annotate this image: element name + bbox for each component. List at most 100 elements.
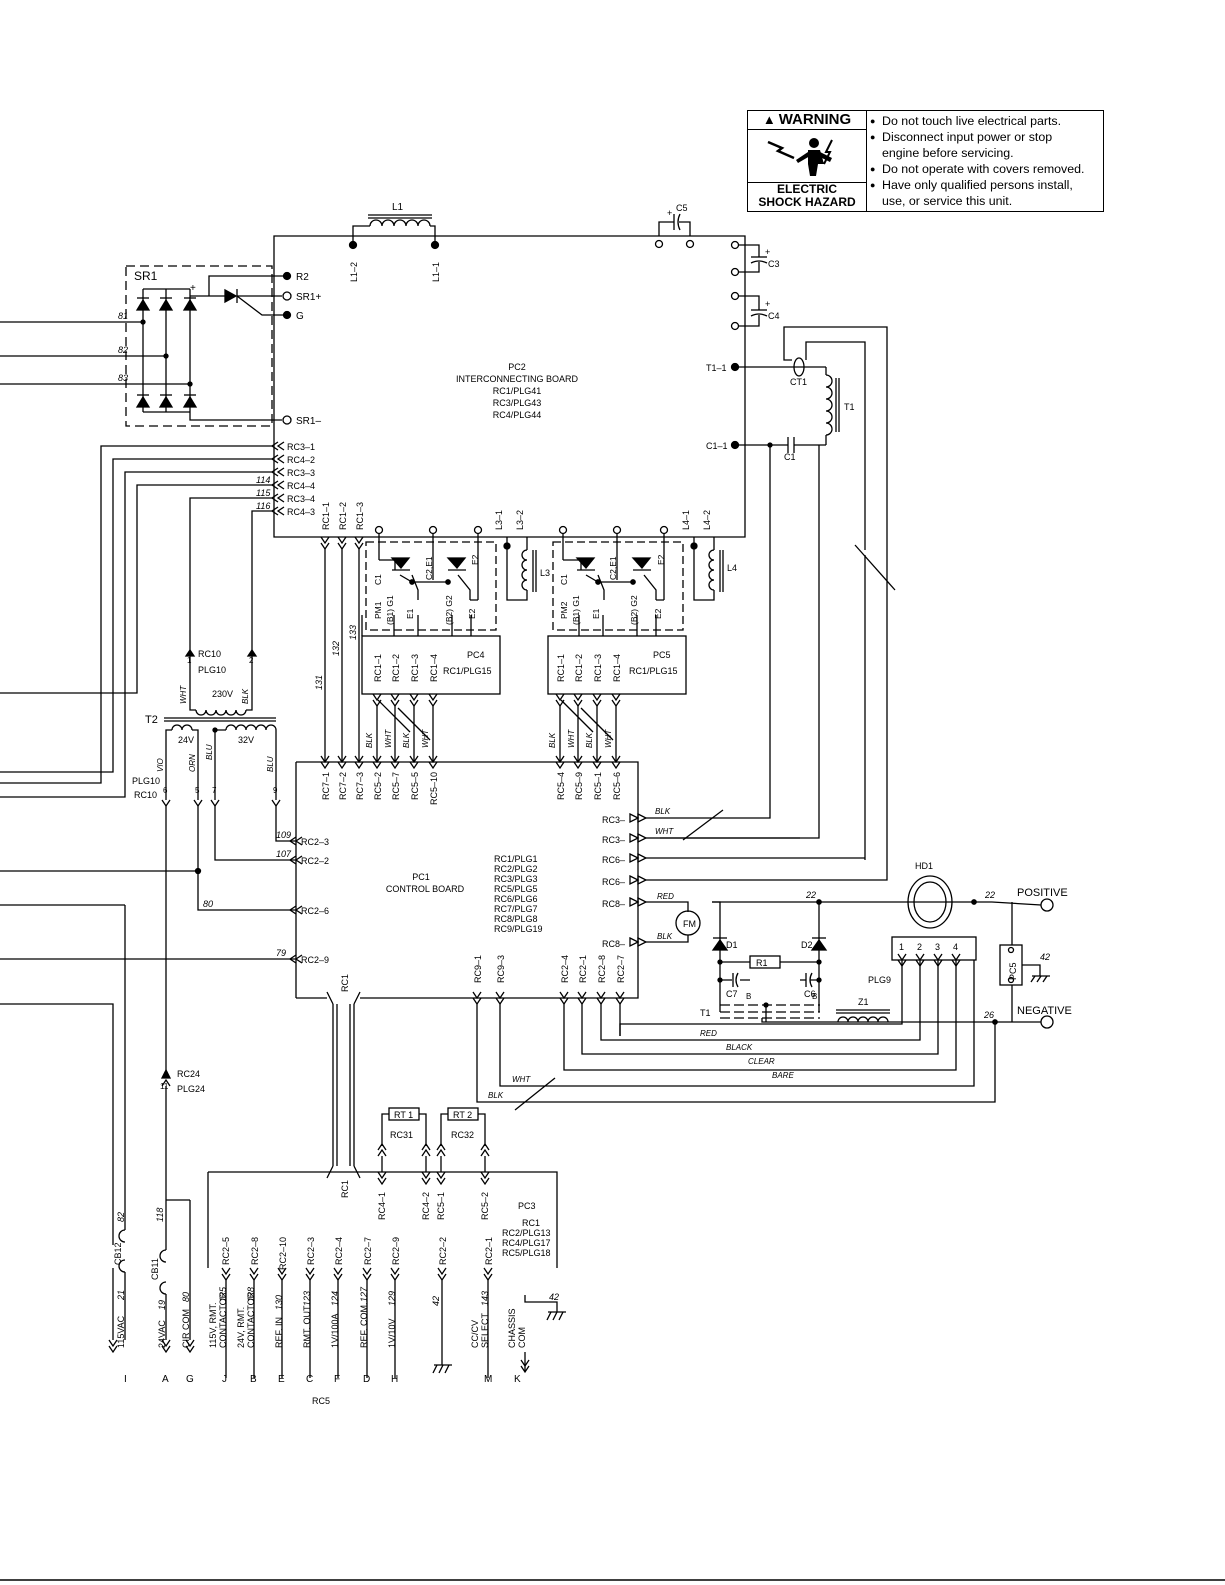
t2-blu-b: BLU: [266, 756, 275, 772]
rc1-cable-label-bot: RC1: [340, 1180, 350, 1198]
wire-115-label: 115: [256, 488, 271, 498]
wire-blk-b: BLK: [402, 732, 411, 748]
plg24-label: PLG24: [177, 1084, 205, 1094]
t1-1-label: T1–1: [706, 363, 727, 373]
warning-item-continued: use, or service this unit.: [882, 194, 1013, 208]
pc1-plg-3: RC5/PLG5: [494, 884, 538, 894]
rc5-4-label: RC5–4: [556, 772, 566, 800]
hd1-label: HD1: [915, 861, 933, 871]
rc2-7-label: RC2–7: [616, 955, 626, 983]
pc4-label: PC4: [467, 650, 485, 660]
wire-109-label: 109: [276, 830, 291, 840]
rc8-red: RED: [657, 892, 674, 901]
rc3-blk: BLK: [655, 807, 671, 816]
pin-9: 9: [273, 786, 278, 795]
rc2-8-label: RC2–8: [597, 955, 607, 983]
svg-text:+: +: [765, 299, 770, 309]
rc1-connectors: RC1–1 RC1–2 RC1–3 L3–1 L3–2 L4–1 L4–2 13…: [314, 502, 712, 762]
pc1-board: RC7–1 RC7–2 RC7–3 RC5–2 RC5–7 RC5–5 RC5–…: [0, 755, 996, 1200]
fan-motor-label: FM: [683, 919, 696, 929]
wire-42b: 42: [431, 1296, 441, 1306]
plg9-pin2: 2: [917, 942, 922, 952]
rc4-3-label: RC4–3: [287, 507, 315, 517]
pm2-e2b: E2: [653, 608, 663, 619]
pin-11: 11: [160, 1082, 169, 1091]
pc4-board: PC4 RC1/PLG15 RC1–1 RC1–2 RC1–3 RC1–4: [361, 615, 501, 762]
pc1-plg-7: RC9/PLG19: [494, 924, 543, 934]
rc5-2-label: RC5–2: [373, 772, 383, 800]
rc32-label: RC32: [451, 1130, 474, 1140]
rc2-4-label: RC2–4: [560, 955, 570, 983]
r2-label: R2: [296, 272, 309, 283]
b-label-b: B: [812, 992, 817, 1001]
wire-80-label: 80: [203, 899, 213, 909]
warning-item: Disconnect input power or stop: [870, 129, 1084, 145]
wire-130: 130: [274, 1295, 284, 1310]
electric-shock-icon: [748, 130, 866, 183]
term-ref-com: REF. COM.: [359, 1302, 369, 1348]
wire-83-label: 83: [118, 373, 128, 383]
pc2-labels: PC2 INTERCONNECTING BOARD RC1/PLG41 RC3/…: [456, 362, 579, 420]
term-M: M: [484, 1374, 492, 1385]
rc3-3-label: RC3–3: [287, 468, 315, 478]
term-24-rmt-2: CONTACTOR: [246, 1291, 256, 1348]
plg9-pin1: 1: [899, 942, 904, 952]
t1-label: T1: [844, 402, 855, 412]
pc5-board: PC5 RC1/PLG15 RC1–1 RC1–2 RC1–3 RC1–4: [547, 615, 687, 762]
rc5-1-label: RC5–1: [593, 772, 603, 800]
pc3-plg-3: RC5/PLG18: [502, 1248, 551, 1258]
pm1-c1: C1: [373, 574, 383, 585]
pc3-plg-2: RC4/PLG17: [502, 1238, 551, 1248]
wire-wht-b: WHT: [421, 729, 430, 748]
pm2-c2e1: C2,E1: [608, 556, 618, 580]
wire-133-label: 133: [348, 625, 358, 640]
pc5-rc1-1: RC1–1: [556, 654, 566, 682]
wire-107-label: 107: [276, 849, 292, 859]
pc4-rc1-2: RC1–2: [391, 654, 401, 682]
term-D: D: [363, 1374, 370, 1385]
pm1-b2g2: (B2) G2: [444, 595, 454, 625]
wire-blk-d: BLK: [585, 732, 594, 748]
rc10-label-bot: RC10: [134, 790, 157, 800]
wire-132-label: 132: [331, 641, 341, 656]
svg-text:+: +: [667, 208, 672, 218]
term-24-rmt-1: 24V, RMT.: [236, 1307, 246, 1348]
term-115vac: 115VAC: [116, 1315, 126, 1348]
pm1-c2e1: C2,E1: [424, 556, 434, 580]
t2-wht: WHT: [179, 685, 188, 704]
warning-title-text: WARNING: [778, 111, 852, 128]
l1-2-label: L1–2: [349, 262, 359, 282]
wire-wht-c: WHT: [567, 729, 576, 748]
warning-label: ▲WARNING ELECTRIC SHOCK HAZARD Do not to…: [747, 110, 1104, 212]
pm1-b1g1: (B1) G1: [385, 595, 395, 625]
pc3-title: PC3: [518, 1201, 536, 1211]
rc6-m-a: RC6–: [602, 855, 625, 865]
c3-label: C3: [768, 259, 780, 269]
c7-label: C7: [726, 989, 738, 999]
pc5-rc1-3: RC1–3: [593, 654, 603, 682]
l3-1-label: L3–1: [494, 510, 504, 530]
rc2-6-label: RC2–6: [301, 906, 329, 916]
rc9-1-label: RC9–1: [473, 955, 483, 983]
rc2-3-label: RC2–3: [301, 837, 329, 847]
rc8-m-b: RC8–: [602, 939, 625, 949]
pc1-plg-list: RC1/PLG1 RC2/PLG2 RC3/PLG3 RC5/PLG5 RC6/…: [494, 854, 543, 934]
ct1-label: CT1: [790, 377, 807, 387]
pc4-rc1-3: RC1–3: [410, 654, 420, 682]
term-1v-100a: 1V/100A: [330, 1313, 340, 1348]
pc3-plg-0: RC1: [522, 1218, 540, 1228]
term-C: C: [306, 1374, 313, 1385]
sr1-label: SR1: [134, 269, 158, 283]
pc1-plg-1: RC2/PLG2: [494, 864, 538, 874]
rc5-10-label: RC5–10: [429, 772, 439, 805]
rc31-label: RC31: [390, 1130, 413, 1140]
rc4-2b-label: RC4–2: [421, 1192, 431, 1220]
rc10-label-top: RC10: [198, 649, 221, 659]
wire-82-label: 82: [118, 345, 128, 355]
term-chassis-1: CHASSIS: [507, 1308, 517, 1348]
term-J: J: [222, 1374, 227, 1385]
term-A: A: [162, 1374, 169, 1385]
wire-125: 125: [218, 1286, 228, 1302]
svg-text:+: +: [190, 283, 196, 294]
pm2-c1: C1: [559, 574, 569, 585]
